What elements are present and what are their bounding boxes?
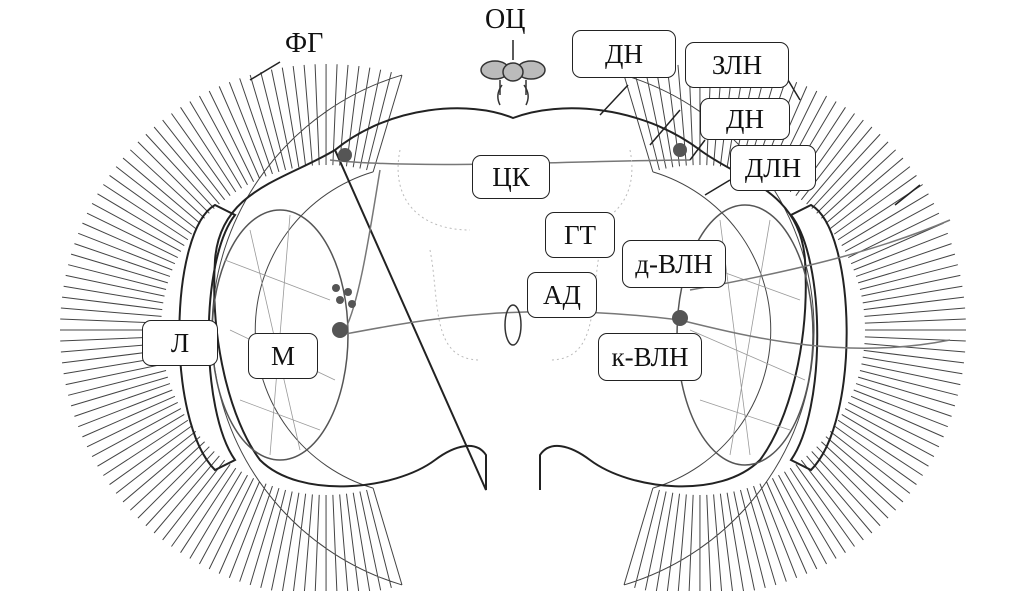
- label-oc: ОЦ: [485, 4, 526, 35]
- brain-outline: [213, 107, 807, 491]
- leader-lines: [249, 40, 921, 206]
- compound-eye-right-ommatidia: [623, 63, 966, 591]
- label-zln: ЗЛН: [685, 42, 789, 88]
- label-ad: АД: [527, 272, 597, 318]
- label-l: Л: [142, 320, 218, 366]
- neuropil-outlines: [397, 149, 633, 361]
- compound-eye-left-ommatidia: [60, 63, 403, 591]
- label-d-vln: д-ВЛН: [622, 240, 726, 288]
- optic-lobe-left-outline: [178, 203, 237, 472]
- label-dn: ДН: [700, 98, 790, 140]
- ocelli: [480, 60, 546, 106]
- compound-eyes: [60, 63, 966, 591]
- label-gt: ГТ: [545, 212, 615, 258]
- compound-eye-right: [623, 63, 966, 591]
- esophagus-foramen: [504, 304, 522, 346]
- label-fg: ФГ: [285, 28, 324, 59]
- compound-eye-left: [60, 63, 403, 591]
- label-dn-top: ДН: [572, 30, 676, 78]
- label-ck: ЦК: [472, 155, 550, 199]
- label-k-vln: к-ВЛН: [598, 333, 702, 381]
- neuron-clusters: [332, 143, 688, 338]
- label-dln: ДЛН: [730, 145, 816, 191]
- label-m: М: [248, 333, 318, 379]
- optic-lobe-right-outline: [789, 203, 848, 472]
